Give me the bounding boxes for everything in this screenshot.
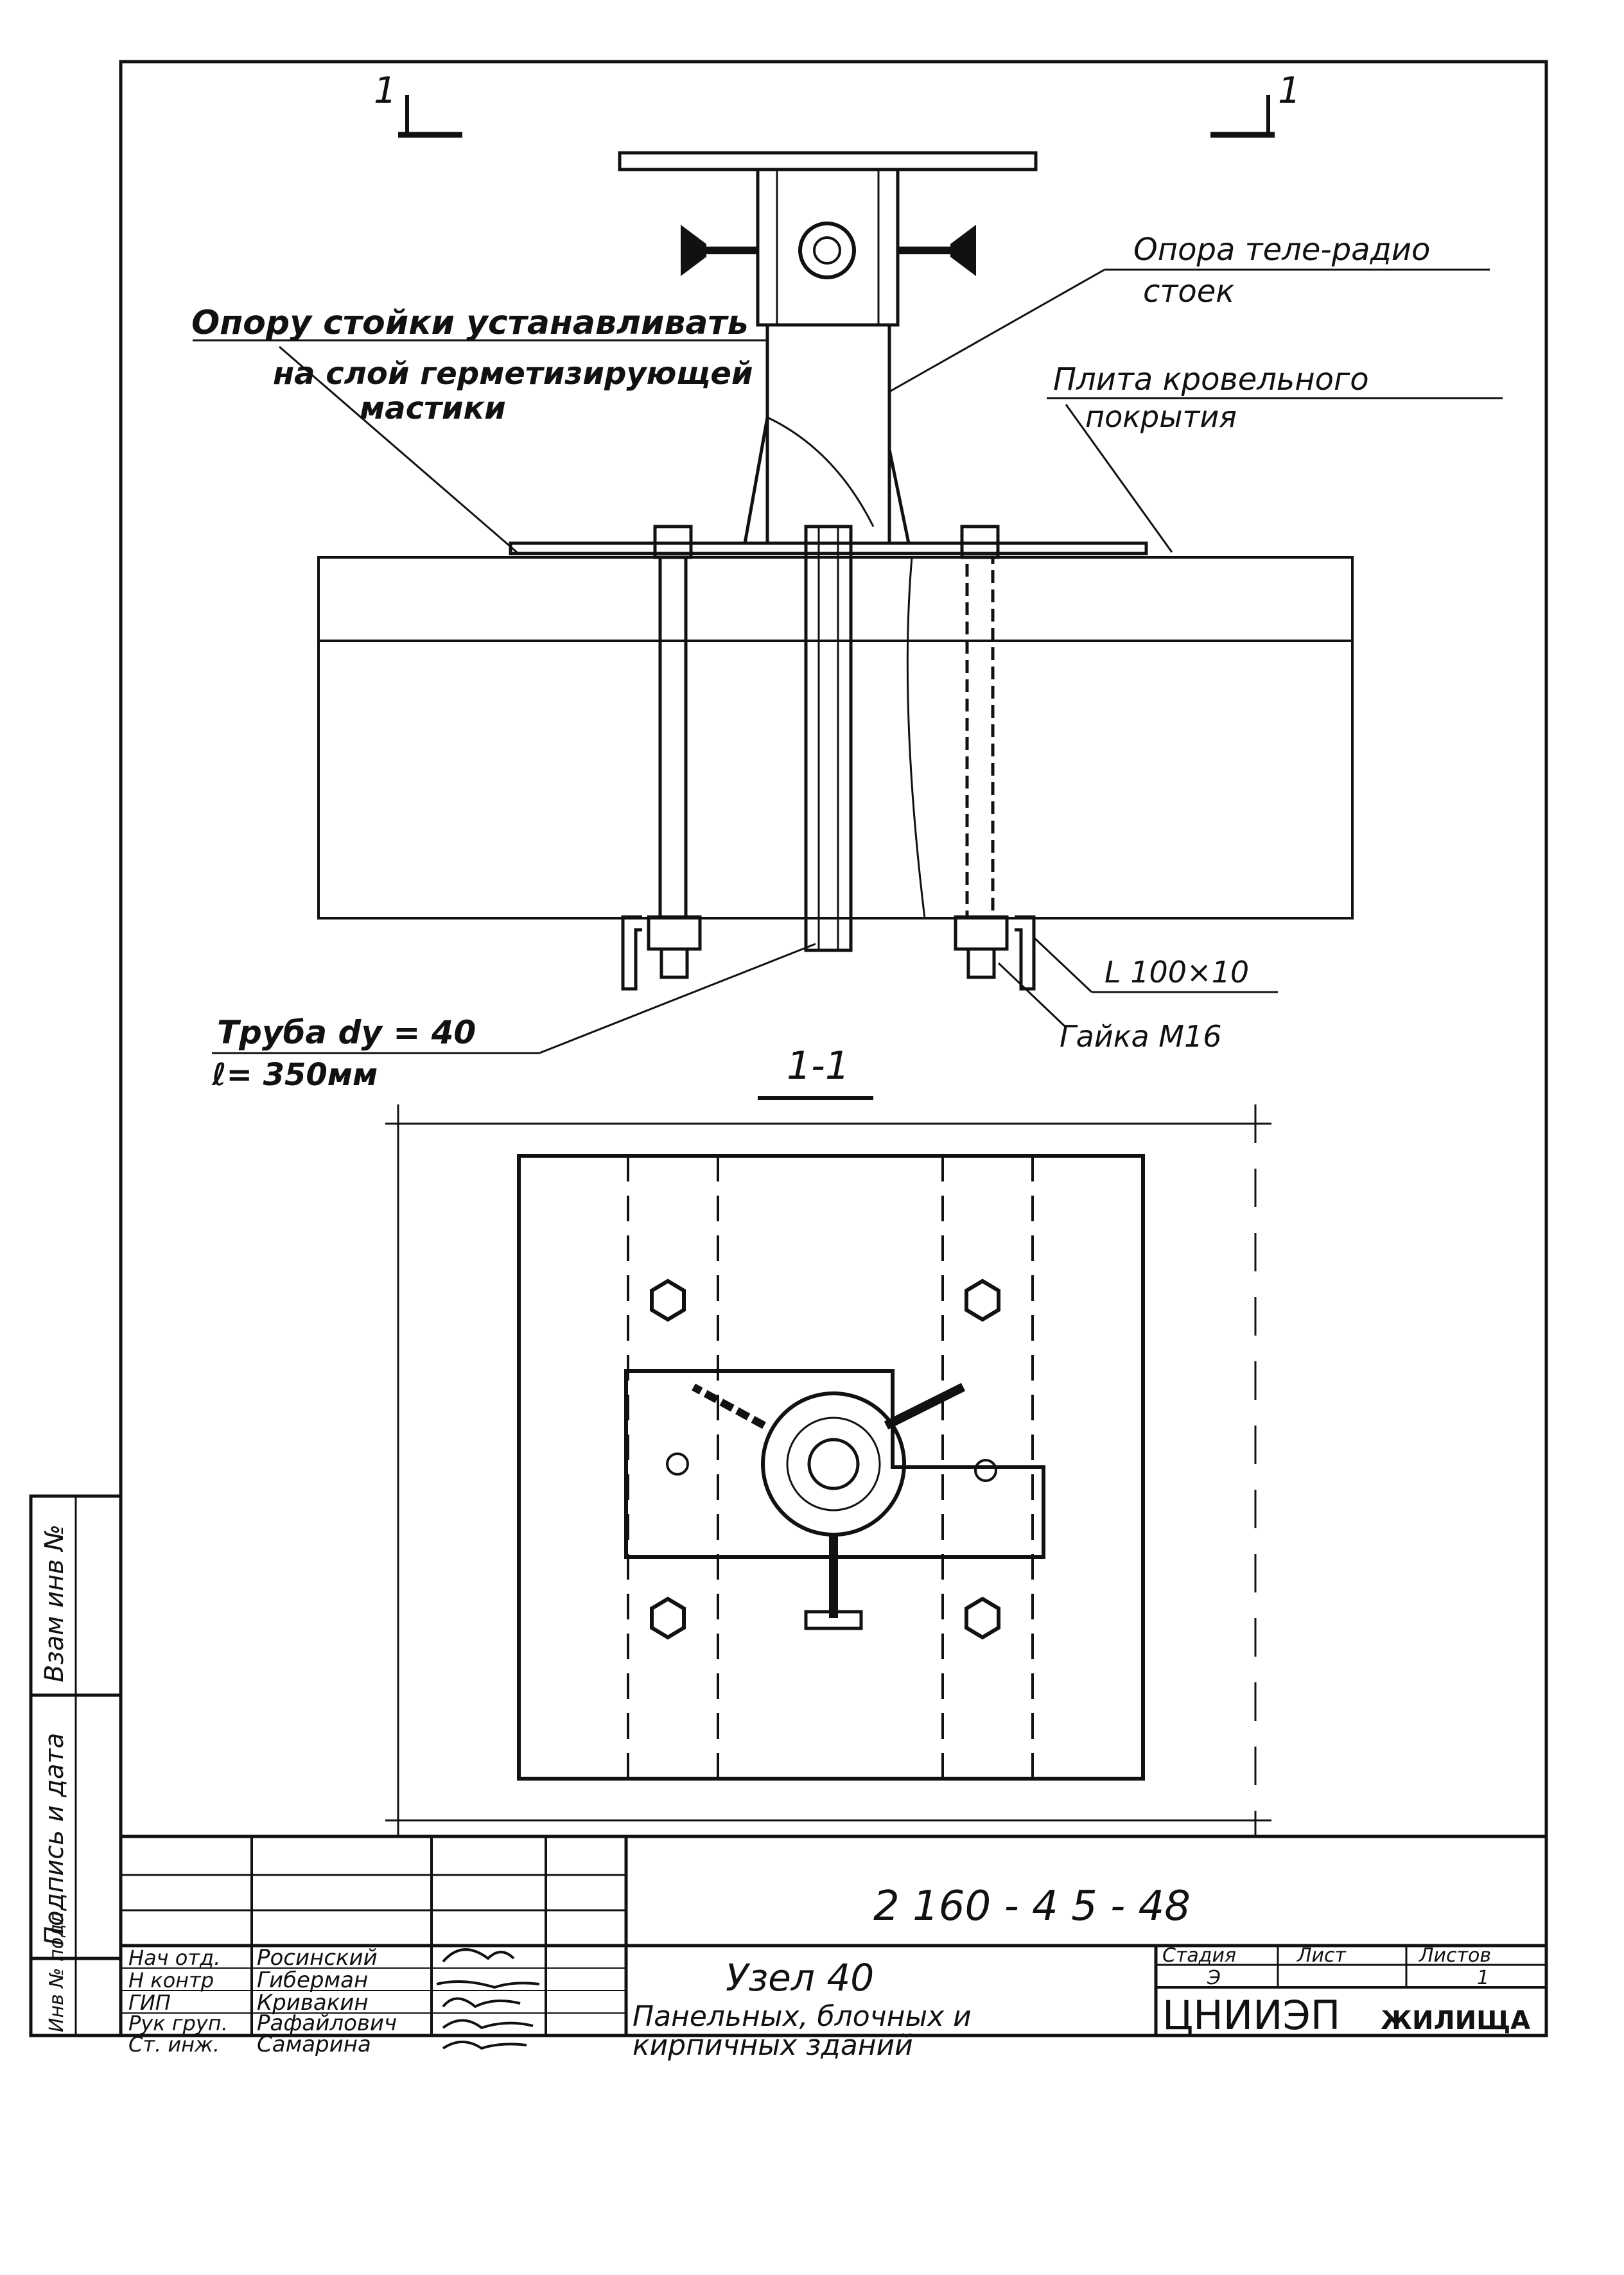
nut-plan	[650, 1278, 1000, 1640]
node-title: Узел 40	[726, 1956, 874, 2000]
through-pipe	[804, 525, 853, 952]
stamp-replacement: Взам инв №	[40, 1524, 69, 1682]
plan-view: 1-1	[385, 1043, 1271, 1836]
stamp-inventory: Инв № подл	[46, 1912, 68, 2032]
section-title: 1-1	[787, 1043, 850, 1088]
bolt-head-front	[798, 222, 856, 279]
role-4: Рук груп.	[128, 2011, 228, 2035]
role-2: Н контр	[128, 1968, 214, 1992]
org-sub: ЖИЛИЩА	[1381, 2006, 1530, 2035]
org-main: ЦНИИЭП	[1162, 1992, 1340, 2039]
slab-body	[317, 640, 1354, 920]
label-nut: Гайка М16	[997, 962, 1222, 1054]
install-note-line1: Опору стойки устанавливать	[191, 304, 748, 342]
nut-label: Гайка М16	[1060, 1019, 1222, 1054]
doc-code: 2 160 - 4 5 - 48	[873, 1883, 1191, 1930]
signatures	[436, 1948, 540, 2050]
wing-screw-left	[681, 225, 758, 276]
title-block: 2 160 - 4 5 - 48 Нач отд. Н контр ГИП Ру…	[119, 1835, 1548, 2062]
section-mark-right-label: 1	[1278, 70, 1301, 112]
description-line2: кирпичных зданий	[633, 2029, 913, 2062]
name-2: Гиберман	[257, 1967, 368, 1993]
label-pipe: Труба dy = 40 ℓ= 350мм	[211, 943, 816, 1093]
side-stamp: Взам инв № Подпись и дата Инв № подл	[29, 1494, 123, 2037]
top-plate	[618, 151, 1038, 171]
roof-slab-line2: покрытия	[1085, 399, 1237, 434]
slab-plan	[517, 1154, 1145, 1781]
name-3: Кривакин	[257, 1990, 369, 2016]
section-mark-left: 1	[374, 70, 462, 138]
pipe-line1: Труба dy = 40	[217, 1014, 476, 1051]
name-1: Росинский	[257, 1945, 378, 1971]
role-1: Нач отд.	[128, 1946, 220, 1970]
slab-topping	[317, 556, 1354, 642]
angle-label: L 100×10	[1104, 955, 1249, 989]
col-sheets: Листов	[1419, 1944, 1491, 1967]
section-mark-right: 1	[1210, 70, 1301, 138]
sleeve	[756, 168, 900, 327]
column	[765, 323, 891, 545]
role-5: Ст. инж.	[128, 2032, 220, 2057]
val-stage: Э	[1207, 1967, 1221, 1989]
elevation-view: 1 1	[191, 70, 1503, 1093]
label-support-line2: стоек	[1143, 274, 1234, 309]
label-install-note: Опору стойки устанавливать на слой герме…	[191, 304, 767, 553]
base-plate	[509, 541, 1148, 555]
col-stage: Стадия	[1162, 1944, 1236, 1967]
role-3: ГИП	[128, 1991, 171, 2015]
val-sheets: 1	[1477, 1967, 1489, 1989]
col-sheet: Лист	[1297, 1944, 1347, 1967]
anchor-bolt-left	[621, 525, 702, 991]
wing-screw-right	[898, 225, 976, 276]
label-roof-slab: Плита кровельного покрытия	[1047, 362, 1503, 553]
label-angle: L 100×10	[1033, 936, 1278, 993]
install-note-line2: на слой герметизирующей	[273, 356, 753, 392]
base-plate-plan	[624, 1369, 1045, 1559]
name-5: Самарина	[257, 2032, 371, 2057]
stamp-signature: Подпись и дата	[40, 1733, 69, 1946]
label-support-line1: Опора теле-радио	[1133, 232, 1430, 268]
description-line1: Панельных, блочных и	[633, 2000, 972, 2033]
anchor-bolt-right	[954, 525, 1036, 991]
section-mark-left-label: 1	[374, 70, 397, 112]
tube-plan	[761, 1391, 906, 1537]
name-4: Рафайлович	[257, 2010, 397, 2036]
install-note-line3: мастики	[360, 390, 506, 426]
pipe-line2: ℓ= 350мм	[211, 1057, 378, 1093]
label-support: Опора теле-радио стоек	[889, 232, 1490, 393]
roof-slab-line1: Плита кровельного	[1053, 362, 1369, 397]
